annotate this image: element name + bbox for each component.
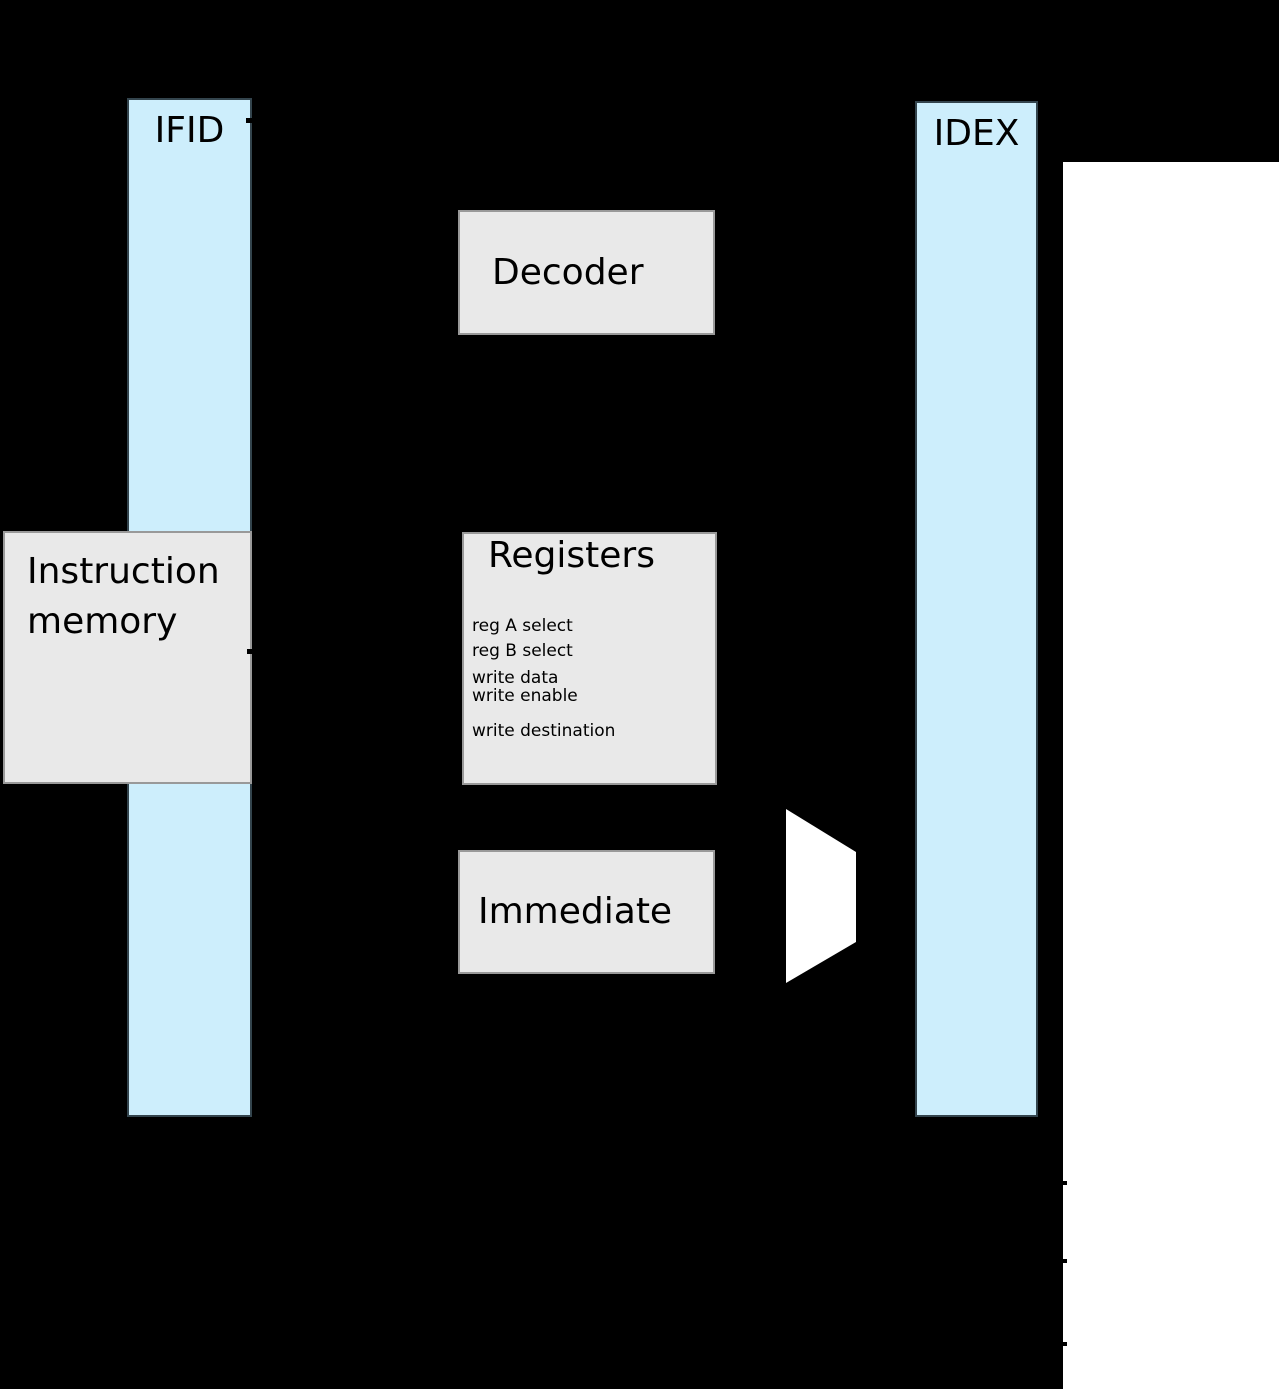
decoder-label: Decoder [492, 251, 644, 293]
registers-port-reg-a-select: reg A select [472, 616, 573, 636]
instruction-memory-label: Instruction memory [27, 547, 220, 647]
immediate-label: Immediate [478, 891, 673, 933]
idex-pipeline-register: IDEX [915, 101, 1038, 1117]
instruction-memory-label-line2: memory [27, 601, 178, 642]
wire-stub-panel-3 [1062, 1342, 1067, 1346]
mux-trapezoid-icon [786, 809, 856, 983]
idex-label: IDEX [933, 113, 1020, 154]
ifid-label: IFID [154, 110, 225, 151]
wire-stub-ifid-output [246, 118, 252, 123]
instruction-memory-label-line1: Instruction [27, 551, 220, 592]
registers-port-write-data: write data [472, 668, 559, 688]
registers-title: Registers [488, 535, 655, 576]
registers-block: Registers reg A select reg B select writ… [462, 532, 717, 785]
wire-stub-panel-2 [1062, 1259, 1067, 1263]
registers-port-write-destination: write destination [472, 721, 616, 741]
decoder-block: Decoder [458, 210, 715, 335]
wire-stub-panel-1 [1062, 1181, 1067, 1185]
registers-port-reg-b-select: reg B select [472, 641, 573, 661]
wire-stub-instruction-memory [247, 649, 253, 654]
instruction-memory-block: Instruction memory [3, 531, 252, 784]
immediate-block: Immediate [458, 850, 715, 974]
next-stage-panel [1063, 162, 1279, 1389]
registers-port-write-enable: write enable [472, 686, 578, 706]
